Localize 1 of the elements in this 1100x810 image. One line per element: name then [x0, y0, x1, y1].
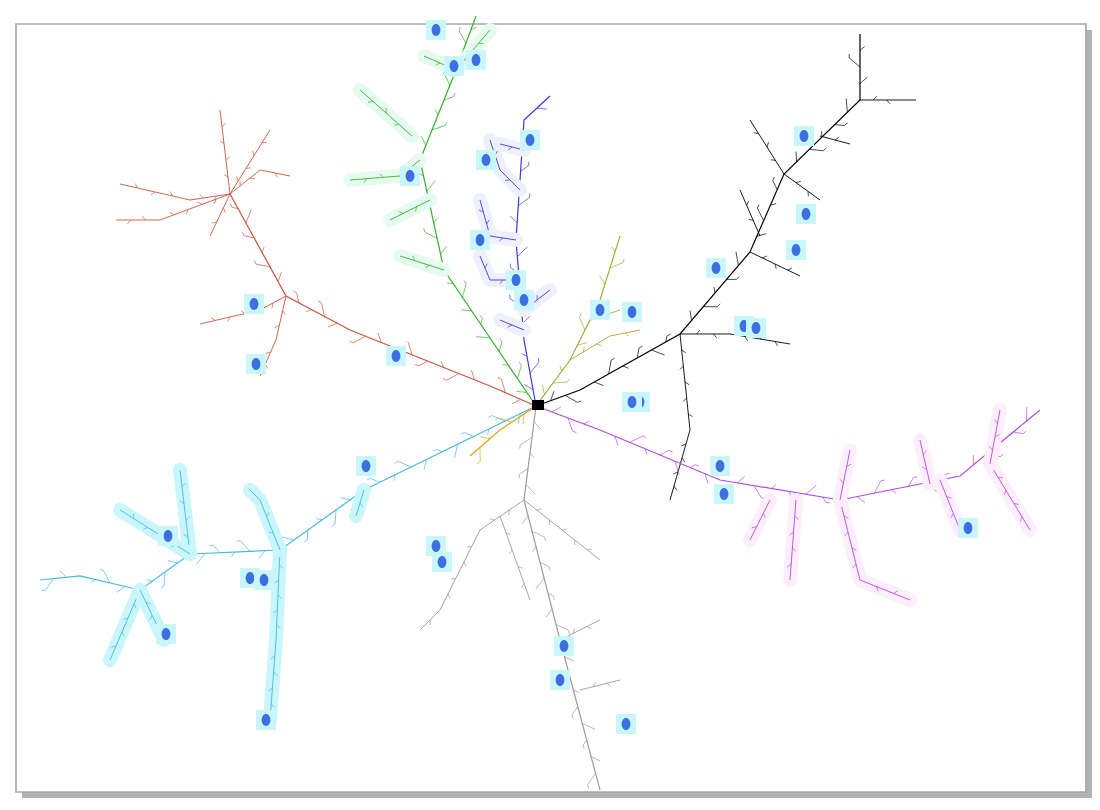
root-square	[532, 400, 544, 410]
